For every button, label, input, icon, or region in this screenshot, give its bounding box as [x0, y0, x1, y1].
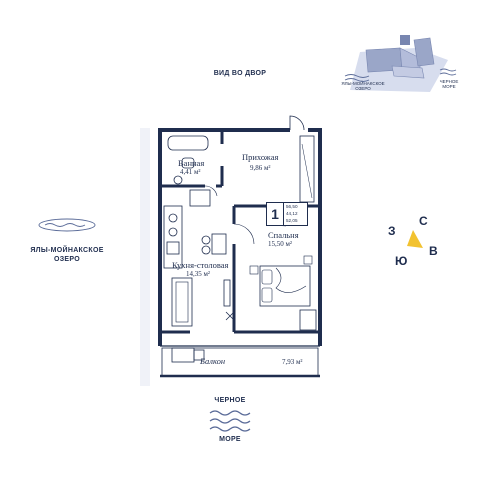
courtyard-view-label: ВИД ВО ДВОР	[213, 70, 267, 77]
apartment-area-reduced: 52,05	[286, 218, 298, 223]
room-hallway-name: Прихожая	[242, 152, 279, 162]
floor-plan: Ванная 4,41 м² Прихожая 9,86 м² Спальня …	[140, 110, 330, 392]
apartment-area-total: 56,50	[286, 204, 298, 209]
compass-east: В	[429, 244, 438, 258]
lake-wave-icon	[38, 218, 96, 232]
sea-wave-icon	[209, 410, 251, 432]
room-bathroom-name: Ванная	[178, 158, 205, 168]
sea-label-bottom: МОРЕ	[219, 436, 241, 443]
key-plan-drawing	[344, 35, 457, 92]
apartment-rooms-count: 1	[267, 203, 284, 225]
lake-label: ЯЛЫ-МОЙНАКСКОЕ ОЗЕРО	[30, 247, 104, 264]
apartment-area-living: 44,12	[286, 211, 298, 216]
floor-plan-drawing	[140, 115, 322, 386]
room-bathroom-area: 4,41 м²	[180, 168, 201, 176]
room-bedroom-area: 15,50 м²	[268, 240, 293, 248]
compass-north: С	[419, 214, 428, 228]
room-kitchen-area: 14,35 м²	[186, 270, 211, 278]
sea-label-top: ЧЕРНОЕ	[214, 397, 246, 404]
compass-south: Ю	[395, 254, 408, 268]
key-plan-building-low	[391, 65, 425, 79]
room-bedroom-name: Спальня	[268, 230, 299, 240]
room-balcony-area: 7,93 м²	[282, 358, 303, 366]
key-plan-building-right	[413, 37, 435, 67]
room-hallway-area: 9,86 м²	[250, 164, 271, 172]
room-kitchen-name: Кухня-столовая	[172, 260, 229, 270]
apartment-badge: 1 56,50 44,12 52,05	[266, 202, 308, 226]
room-balcony-name: Балкон	[200, 356, 226, 366]
key-plan-sea-label: ЧЕРНОЕ МОРЕ	[439, 79, 459, 89]
compass-west: З	[388, 224, 396, 238]
key-plan: ЯЛЫ-МОЙНАКСКОЕ ОЗЕРО ЧЕРНОЕ МОРЕ	[330, 30, 470, 100]
key-plan-lake-label: ЯЛЫ-МОЙНАКСКОЕ ОЗЕРО	[341, 81, 385, 91]
compass: С В Ю З	[385, 210, 445, 270]
compass-arrow-icon	[407, 230, 423, 248]
